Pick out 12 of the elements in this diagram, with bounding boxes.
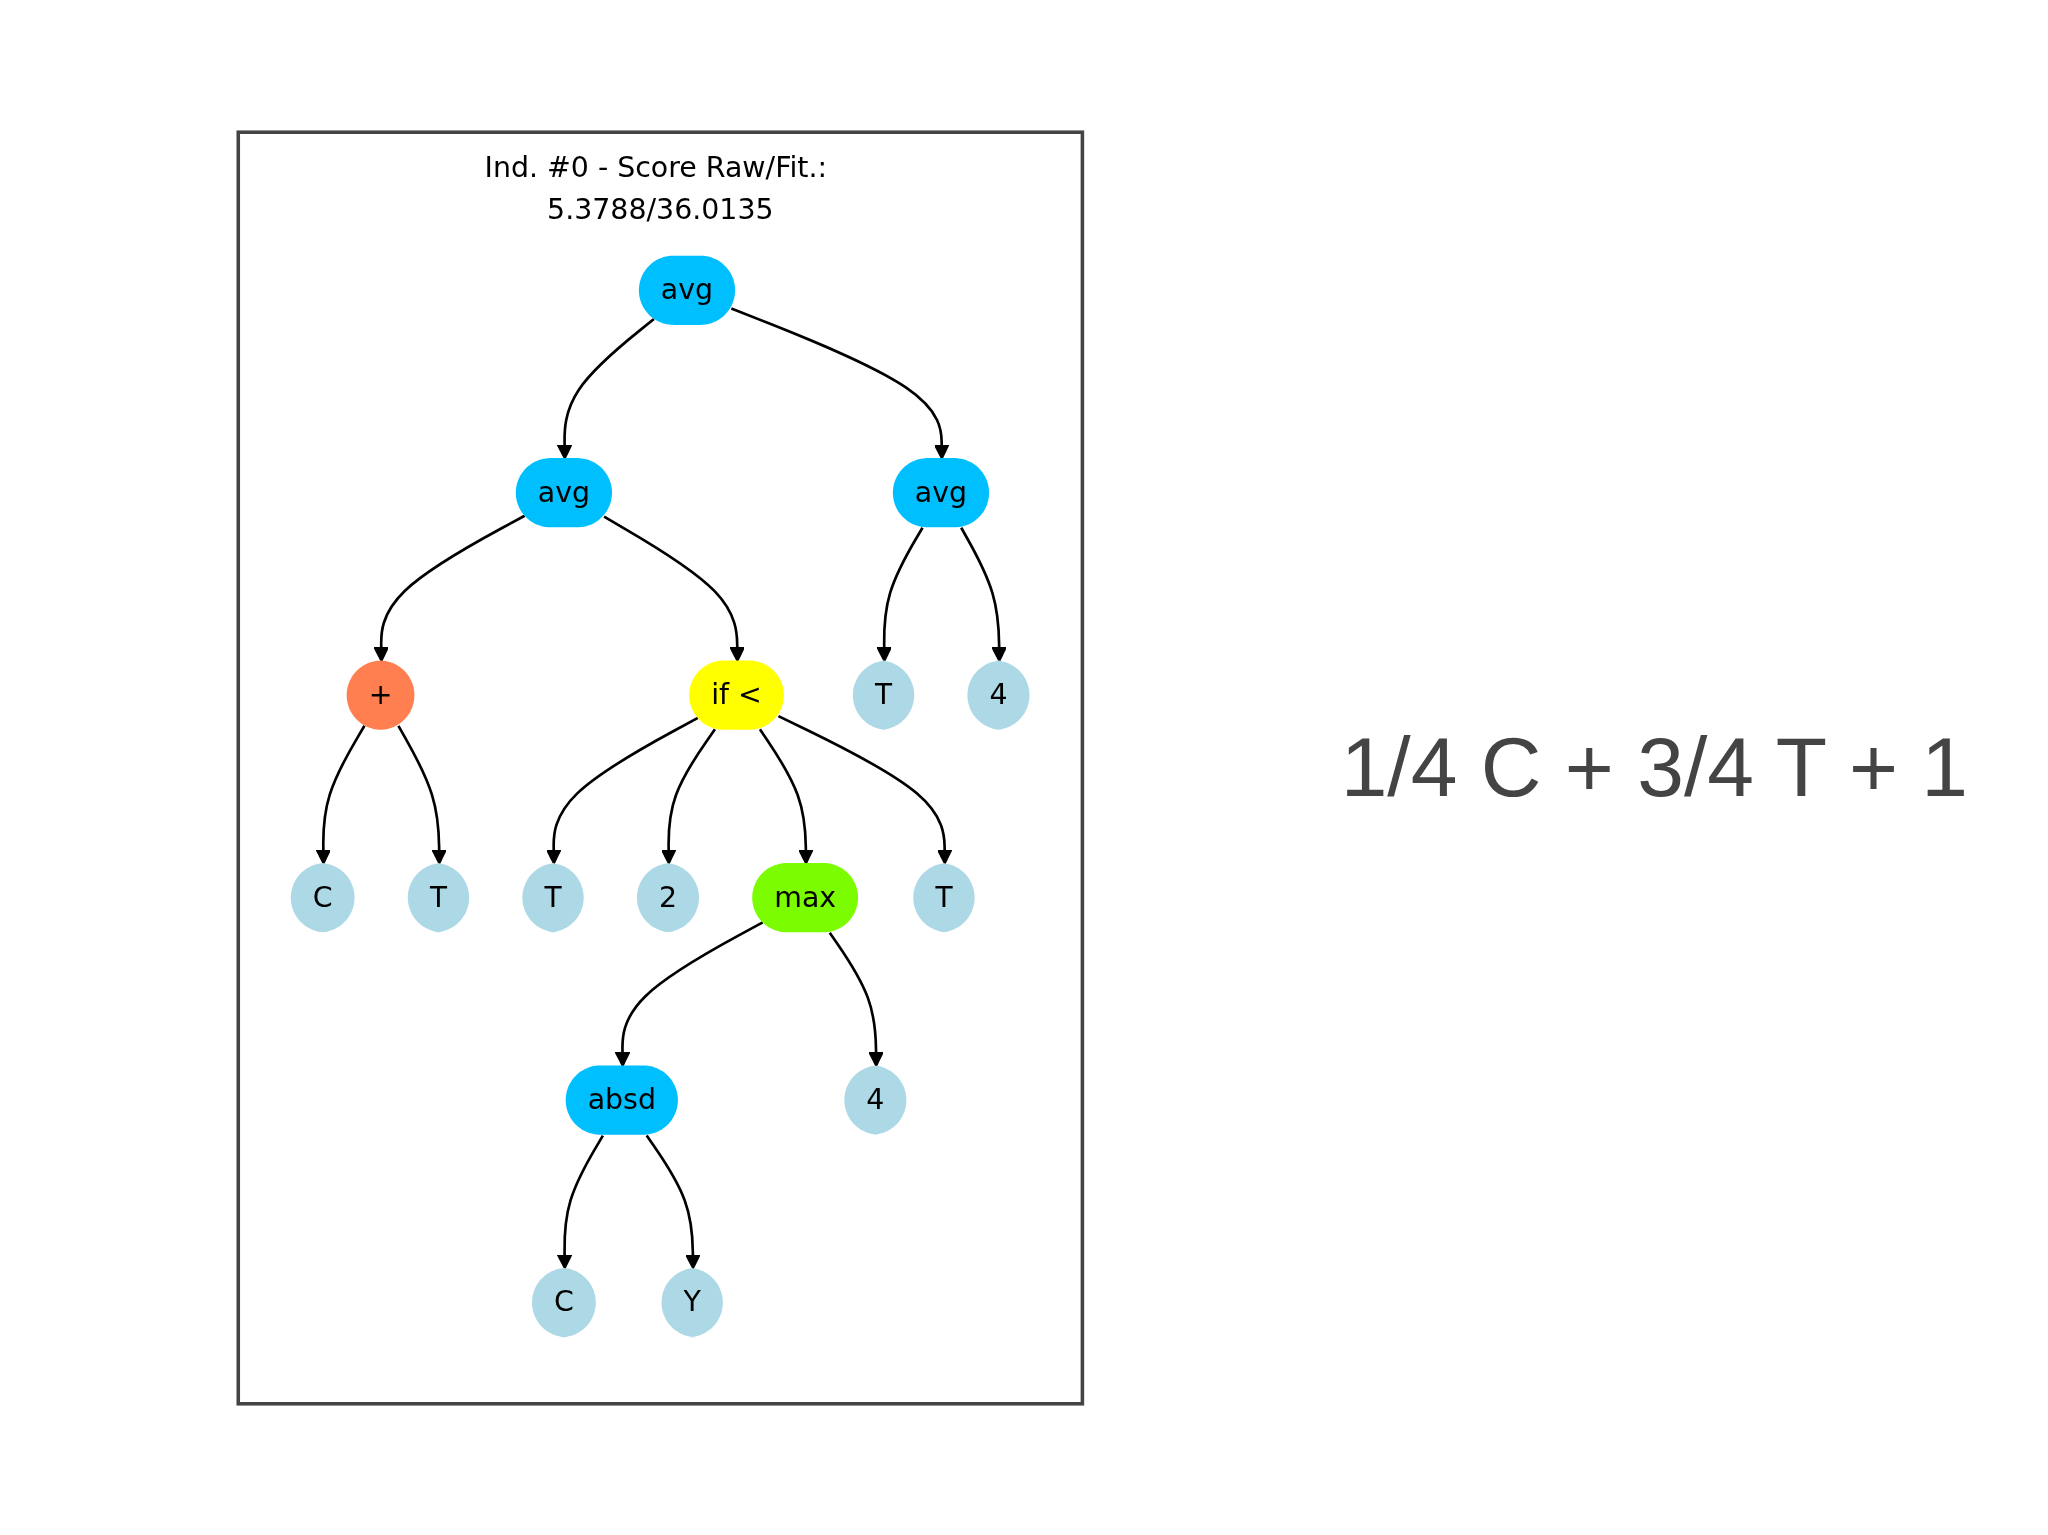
formula-text: 1/4 C + 3/4 T + 1 — [1340, 720, 1968, 814]
arrow — [614, 920, 764, 1067]
arrow — [730, 306, 950, 460]
arrow — [556, 317, 655, 460]
arrow — [758, 728, 814, 865]
arrow — [960, 526, 1007, 662]
arrow — [876, 526, 924, 662]
node-circle: C — [532, 1267, 596, 1337]
arrow — [603, 515, 746, 662]
arrow — [373, 514, 526, 662]
node-circle: C — [290, 862, 355, 932]
node-circle: + — [346, 660, 415, 730]
